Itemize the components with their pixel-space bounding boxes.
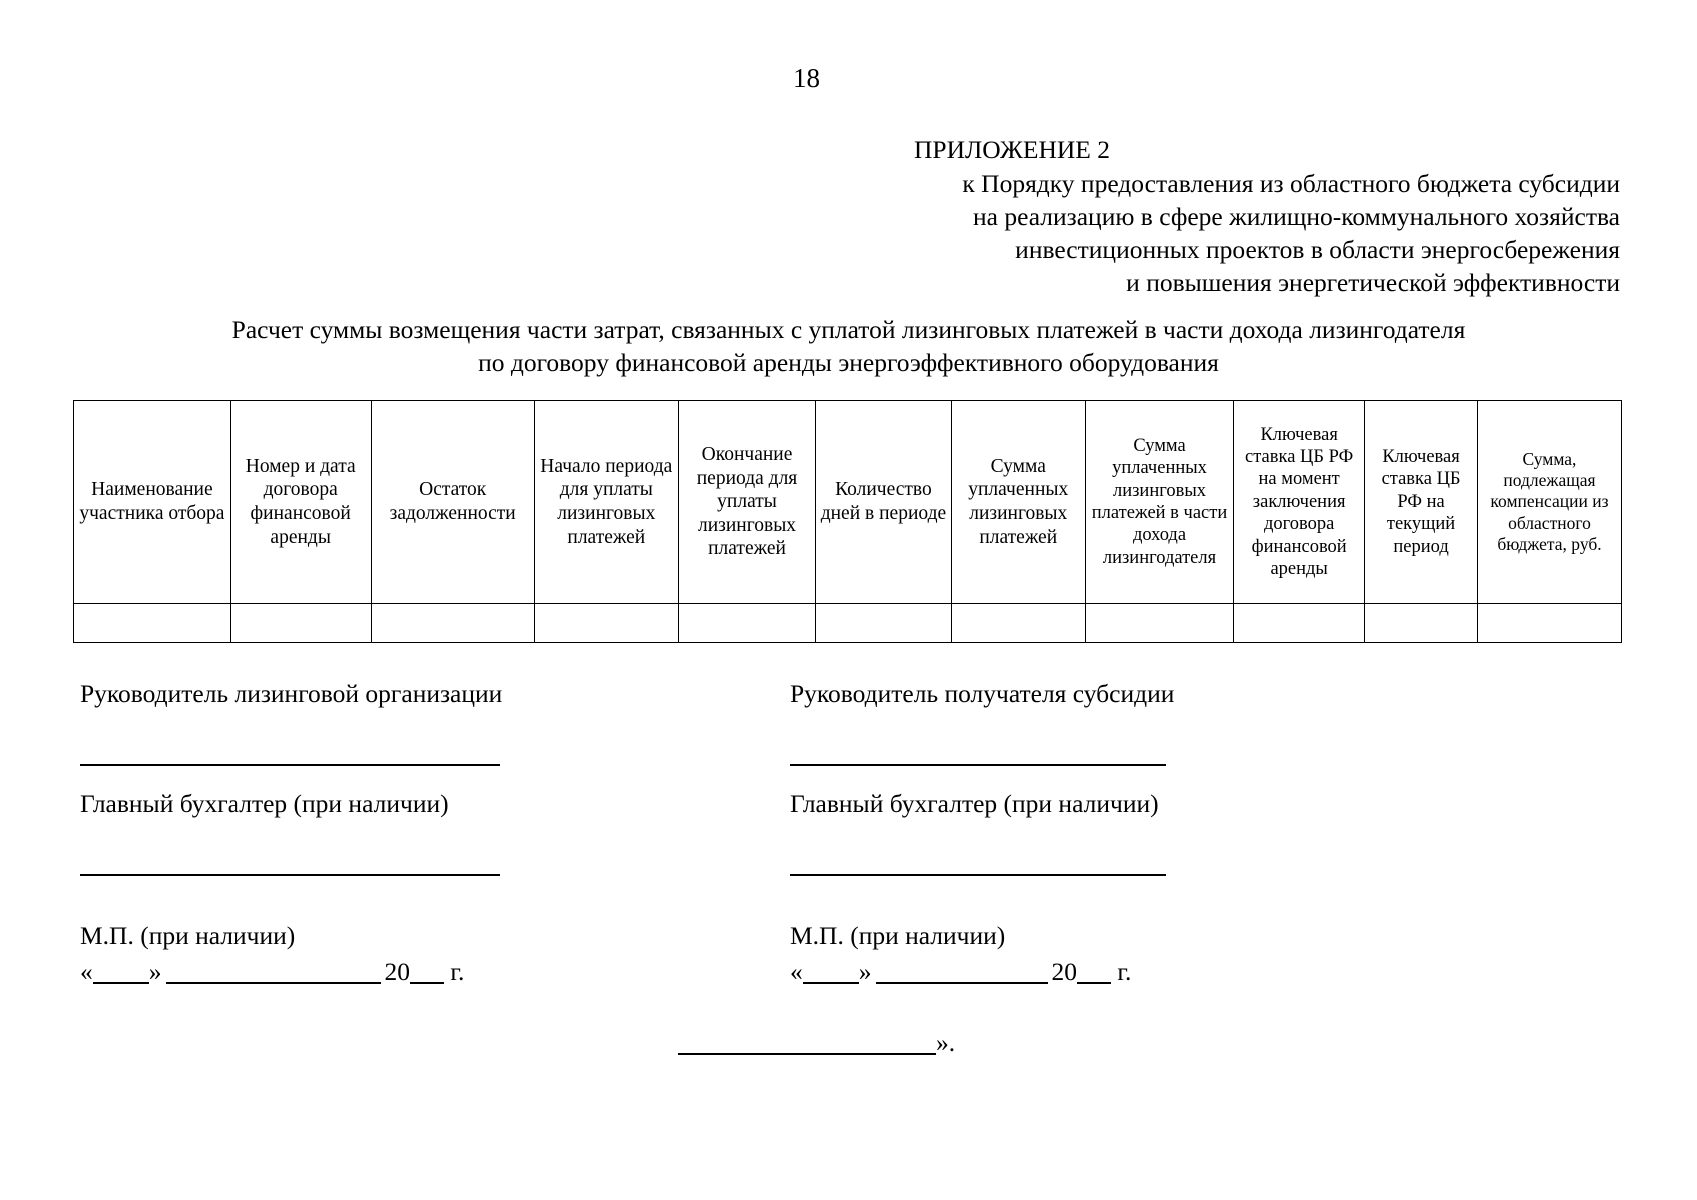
table-header-row: Наименование участника отбора Номер и да…	[73, 400, 1623, 604]
seal-label-left: М.П. (при наличии)	[80, 920, 296, 950]
appendix-header-line-4: и повышения энергетической эффективности	[1126, 267, 1620, 297]
signature-role-recipient: Руководитель получателя субсидии	[790, 679, 1175, 708]
seal-label-right: М.П. (при наличии)	[790, 920, 1006, 950]
date-close-quote-right: »	[858, 956, 872, 986]
closing-blank[interactable]	[678, 1053, 936, 1055]
cell-period-start[interactable]	[533, 603, 679, 643]
signature-role-lessor: Руководитель лизинговой организации	[80, 679, 503, 708]
cell-period-end[interactable]	[677, 603, 817, 643]
document-title: Расчет суммы возмещения части затрат, св…	[77, 313, 1620, 379]
date-month-blank-right[interactable]	[875, 981, 1048, 984]
column-header-days-count: Количество дней в периоде	[815, 400, 952, 604]
date-year-blank-left[interactable]	[410, 981, 444, 984]
appendix-header-line-3: инвестиционных проектов в области энерго…	[1015, 234, 1620, 264]
table-row[interactable]	[73, 603, 1623, 643]
column-header-debt-balance: Остаток задолженности	[370, 400, 535, 604]
date-line-left[interactable]: « » 20 г.	[80, 956, 640, 988]
cell-compensation-amount[interactable]	[1476, 603, 1623, 643]
cell-days-count[interactable]	[815, 603, 952, 643]
column-header-key-rate-current: Ключевая ставка ЦБ РФ на текущий период	[1364, 400, 1478, 604]
cell-debt-balance[interactable]	[370, 603, 535, 643]
cell-paid-lease-amount[interactable]	[950, 603, 1086, 643]
signature-line-lessor[interactable]	[80, 763, 500, 766]
date-year-prefix-left: 20	[384, 956, 411, 986]
date-year-blank-right[interactable]	[1077, 981, 1111, 984]
date-open-quote-left: «	[80, 956, 93, 986]
signature-line-accountant-left[interactable]	[80, 873, 500, 876]
column-header-key-rate-at-contract: Ключевая ставка ЦБ РФ на момент заключен…	[1233, 400, 1366, 604]
date-line-right[interactable]: « » 20 г.	[790, 956, 1350, 988]
cell-key-rate-at-contract[interactable]	[1233, 603, 1366, 643]
column-header-lessor-income-part: Сумма уплаченных лизинговых платежей в ч…	[1084, 400, 1235, 604]
cell-lessor-income-part[interactable]	[1084, 603, 1235, 643]
date-day-blank-right[interactable]	[802, 981, 859, 984]
column-header-paid-lease-amount: Сумма уплаченных лизинговых платежей	[950, 400, 1086, 604]
date-day-blank-left[interactable]	[92, 981, 149, 984]
date-year-suffix-left: г.	[450, 956, 465, 986]
column-header-compensation-amount: Сумма, подлежащая компенсации из областн…	[1476, 400, 1623, 604]
column-header-participant-name: Наименование участника отбора	[73, 400, 231, 604]
signature-block-lessor: Руководитель лизинговой организации Глав…	[80, 678, 640, 988]
column-header-contract-number-date: Номер и дата договора финансовой аренды	[229, 400, 372, 604]
signature-role-accountant-left: Главный бухгалтер (при наличии)	[80, 788, 449, 818]
document-title-line-2: по договору финансовой аренды энергоэффе…	[478, 348, 1219, 378]
document-title-line-1: Расчет суммы возмещения части затрат, св…	[231, 315, 1466, 344]
cell-participant-name[interactable]	[73, 603, 231, 643]
date-open-quote-right: «	[790, 956, 803, 986]
signature-line-accountant-right[interactable]	[790, 873, 1166, 876]
calculation-table: Наименование участника отбора Номер и да…	[73, 400, 1623, 643]
date-year-prefix-right: 20	[1051, 956, 1078, 986]
appendix-header: ПРИЛОЖЕНИЕ 2 к Порядку предоставления из…	[640, 134, 1620, 299]
cell-key-rate-current[interactable]	[1364, 603, 1478, 643]
appendix-header-line-2: на реализацию в сфере жилищно-коммунальн…	[973, 201, 1620, 231]
date-month-blank-left[interactable]	[165, 981, 381, 984]
cell-contract-number-date[interactable]	[229, 603, 372, 643]
date-year-suffix-right: г.	[1117, 956, 1132, 986]
date-close-quote-left: »	[148, 956, 162, 986]
signature-block-recipient: Руководитель получателя субсидии Главный…	[790, 678, 1350, 988]
appendix-header-line-1: к Порядку предоставления из областного б…	[962, 168, 1620, 198]
column-header-period-start: Начало периода для уплаты лизинговых пла…	[533, 400, 679, 604]
closing-line: ».	[678, 1028, 955, 1059]
closing-text: ».	[936, 1028, 956, 1057]
signature-line-recipient[interactable]	[790, 763, 1166, 766]
signature-role-accountant-right: Главный бухгалтер (при наличии)	[790, 788, 1159, 818]
column-header-period-end: Окончание периода для уплаты лизинговых …	[677, 400, 817, 604]
appendix-title: ПРИЛОЖЕНИЕ 2	[913, 135, 1111, 164]
page-number: 18	[793, 63, 820, 93]
